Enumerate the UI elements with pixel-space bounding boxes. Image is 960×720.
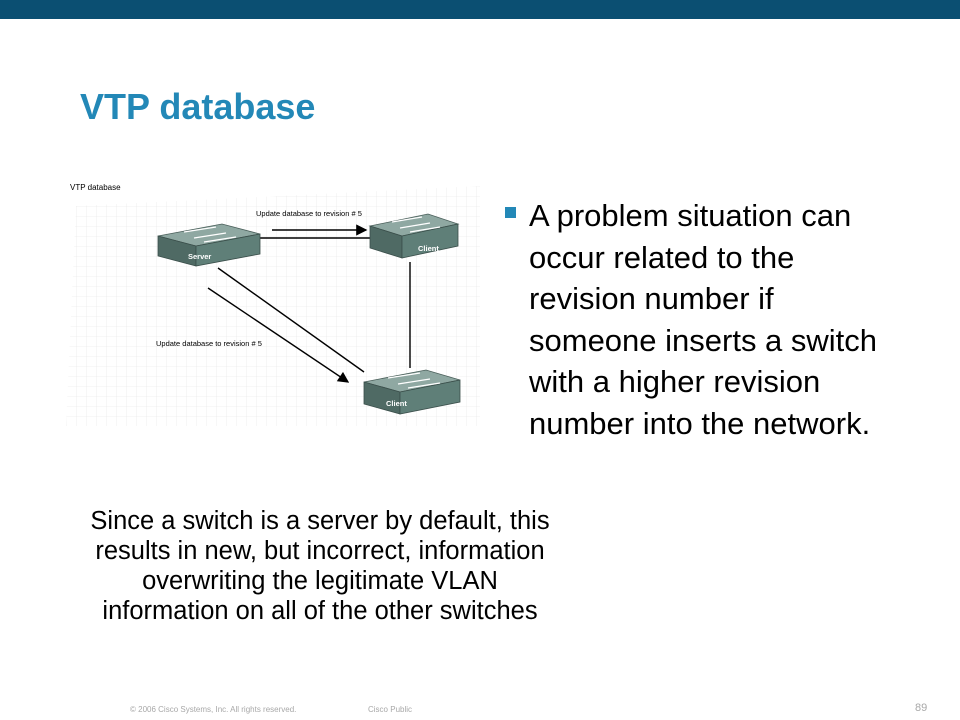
client-top-label: Client: [418, 244, 439, 253]
arrow-label-top: Update database to revision # 5: [256, 209, 362, 218]
client-bottom-switch-side: [399, 379, 461, 415]
vtp-diagram: VTP database Update database to revision…: [66, 183, 480, 426]
footer-classification: Cisco Public: [368, 705, 413, 714]
client-bottom-switch-arrows-icon: [387, 372, 441, 389]
client-top-switch-side: [401, 223, 459, 259]
bullet-list: A problem situation can occur related to…: [505, 195, 905, 444]
square-bullet-icon: [505, 207, 516, 218]
update-arrow-bottom: [207, 287, 350, 383]
arrow-label-bottom: Update database to revision # 5: [156, 339, 262, 348]
client-switch-top: Client: [368, 213, 460, 259]
footer-copyright: © 2006 Cisco Systems, Inc. All rights re…: [130, 705, 297, 714]
server-switch-side: [195, 233, 261, 267]
diagram-caption: VTP database: [70, 183, 121, 192]
server-switch: Server: [157, 223, 261, 267]
client-top-switch-arrows-icon: [391, 216, 441, 233]
page-number: 89: [915, 702, 928, 714]
server-label: Server: [188, 252, 211, 261]
slide-title: VTP database: [80, 86, 316, 127]
link-server-client-bottom: [217, 267, 365, 373]
client-switch-bottom: Client: [363, 369, 461, 415]
bullet-item: A problem situation can occur related to…: [529, 198, 878, 441]
client-bottom-label: Client: [386, 399, 407, 408]
server-switch-arrows-icon: [183, 226, 237, 243]
top-bar: [0, 0, 960, 19]
body-paragraph: Since a switch is a server by default, t…: [90, 507, 550, 625]
